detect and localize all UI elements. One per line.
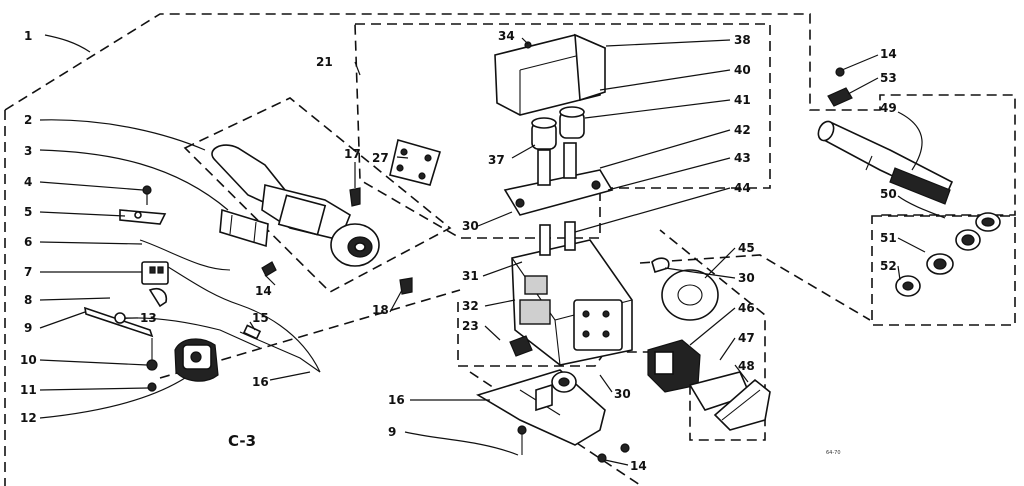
valve-top-plate <box>503 142 614 216</box>
manifold-leader-dash <box>639 254 871 321</box>
igniter-switch <box>174 338 219 382</box>
gasket-plate <box>389 138 442 186</box>
gas-valve-subassembly-boundary <box>354 23 771 239</box>
control-knob-housing <box>494 33 606 116</box>
callout-43: 43 <box>734 151 751 165</box>
corner-code: 64-70 <box>826 450 841 456</box>
gas-supply-pipe <box>817 120 954 205</box>
callout-14-top-right: 14 <box>880 47 897 61</box>
callout-17: 17 <box>344 147 361 161</box>
lock-nuts <box>146 338 158 392</box>
callout-16-left: 16 <box>252 375 269 389</box>
callout-7: 7 <box>24 265 32 279</box>
callout-44: 44 <box>734 181 751 195</box>
mounting-bracket <box>219 208 269 248</box>
clip-bracket <box>119 209 167 225</box>
callout-48: 48 <box>738 359 755 373</box>
callout-31: 31 <box>462 269 479 283</box>
callout-21: 21 <box>316 55 333 69</box>
gas-valve-body <box>509 221 633 366</box>
callout-51: 51 <box>880 231 897 245</box>
callout-12: 12 <box>20 411 37 425</box>
screws-middle <box>261 187 413 295</box>
pipe-fittings <box>895 212 1001 297</box>
leader-lines <box>39 34 946 466</box>
callout-23: 23 <box>462 319 479 333</box>
valve-body-subassembly-boundary <box>457 229 766 441</box>
burner-subassembly-boundary <box>183 97 452 293</box>
callout-30-lower: 30 <box>614 387 631 401</box>
callout-42: 42 <box>734 123 751 137</box>
regulator-cover <box>647 339 771 431</box>
callout-1: 1 <box>24 29 32 43</box>
callout-15: 15 <box>252 311 269 325</box>
callout-40: 40 <box>734 63 751 77</box>
thermocouple-wiring <box>109 239 321 373</box>
callout-32: 32 <box>462 299 479 313</box>
main-assembly-boundary <box>4 13 1016 216</box>
callout-5: 5 <box>24 205 32 219</box>
callout-9-lower: 9 <box>388 425 396 439</box>
assembly-label: C-3 <box>228 432 256 450</box>
callout-37: 37 <box>488 153 505 167</box>
callout-30-upper: 30 <box>462 219 479 233</box>
callout-41: 41 <box>734 93 751 107</box>
callout-14-bottom: 14 <box>630 459 647 473</box>
callout-2: 2 <box>24 113 32 127</box>
callout-49: 49 <box>880 101 897 115</box>
valve-knobs <box>531 106 585 150</box>
callout-6: 6 <box>24 235 32 249</box>
pilot-tube <box>239 324 321 373</box>
callout-46: 46 <box>738 301 755 315</box>
pipe-clip <box>827 67 853 107</box>
callout-9: 9 <box>24 321 32 335</box>
burner-venturi <box>211 144 380 267</box>
callout-16-lower: 16 <box>388 393 405 407</box>
parts <box>83 33 1001 463</box>
callout-47: 47 <box>738 331 755 345</box>
callout-18: 18 <box>372 303 389 317</box>
callout-52: 52 <box>880 259 897 273</box>
callout-27: 27 <box>372 151 389 165</box>
callout-4: 4 <box>24 175 32 189</box>
valve-mounting-bracket <box>476 369 630 463</box>
callout-13: 13 <box>140 311 157 325</box>
callout-labels: 1 2 3 4 5 6 7 8 9 10 11 12 13 14 15 16 1… <box>20 29 897 473</box>
callout-3: 3 <box>24 144 32 158</box>
callout-8: 8 <box>24 293 32 307</box>
callout-38: 38 <box>734 33 751 47</box>
callout-50: 50 <box>880 187 897 201</box>
callout-11: 11 <box>20 383 37 397</box>
callout-53: 53 <box>880 71 897 85</box>
callout-30-right: 30 <box>738 271 755 285</box>
callout-10: 10 <box>20 353 37 367</box>
electrode-probe <box>83 306 154 338</box>
callout-14-left: 14 <box>255 284 272 298</box>
callout-34: 34 <box>498 29 515 43</box>
diaphragm <box>651 257 719 321</box>
screw-top-left <box>142 185 152 205</box>
callout-45: 45 <box>738 241 755 255</box>
